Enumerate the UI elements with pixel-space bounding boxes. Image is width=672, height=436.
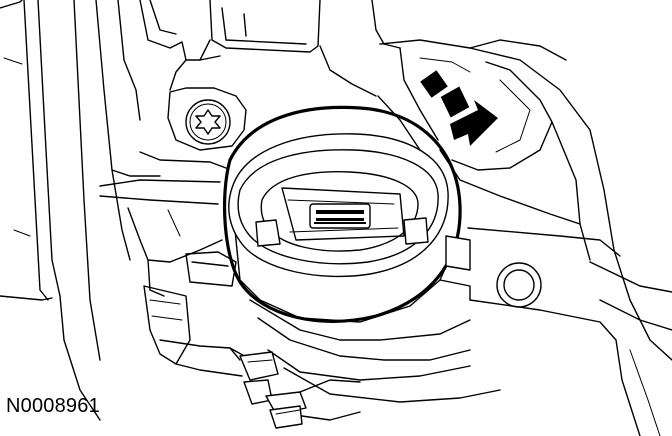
torx-bolt [167, 87, 247, 151]
center-body [99, 151, 227, 297]
mounting-hole [496, 262, 542, 308]
figure-id-label: N0008961 [6, 395, 100, 417]
upper-right-detail [377, 47, 471, 151]
left-column-shroud [0, 0, 141, 421]
harness-connector [239, 351, 361, 429]
direction-arrows [420, 70, 498, 146]
upper-bracket [139, 0, 401, 97]
lower-connector-assembly [143, 251, 501, 403]
lock-cylinder-housing [222, 105, 471, 323]
